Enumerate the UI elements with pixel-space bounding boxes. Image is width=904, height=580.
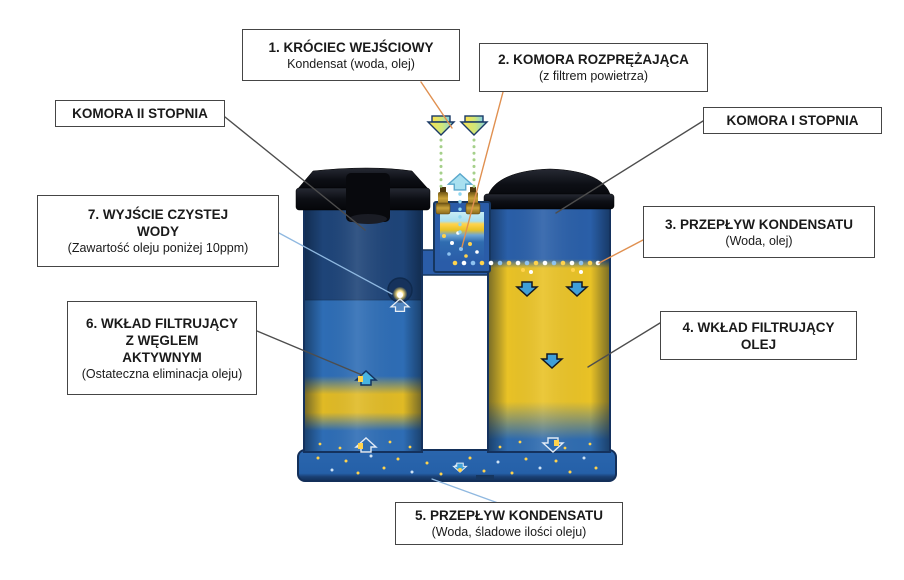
flow-arrow-down-small-icon	[452, 462, 468, 473]
inlet-arrow-icon	[460, 115, 488, 136]
label-subtitle: Kondensat (woda, olej)	[287, 56, 415, 71]
leader-line-flow3	[598, 239, 644, 264]
flow-arrows	[355, 281, 588, 473]
leader-line-flow5	[431, 478, 499, 504]
label-subtitle: (Woda, śladowe ilości oleju)	[431, 525, 587, 539]
label-box-clean-water-outlet: 7. WYJŚCIE CZYSTEJ WODY (Zawartość oleju…	[37, 195, 279, 267]
label-subtitle: (Ostateczna eliminacja oleju)	[81, 366, 243, 381]
label-title: KOMORA II STOPNIA	[72, 106, 208, 121]
leader-line-inlet	[420, 81, 453, 129]
right-tank-stage1	[487, 199, 611, 453]
label-title: 5. PRZEPŁYW KONDENSATU	[414, 508, 603, 523]
label-box-condensate-flow-lower: 5. PRZEPŁYW KONDENSATU (Woda, śladowe il…	[395, 502, 623, 545]
label-subtitle: (Woda, olej)	[725, 233, 793, 248]
label-box-inlet-port: 1. KRÓCIEC WEJŚCIOWY Kondensat (woda, ol…	[242, 29, 460, 81]
flow-arrow-up-icon	[355, 370, 377, 386]
label-box-oil-filter: 4. WKŁAD FILTRUJĄCY OLEJ	[660, 311, 857, 360]
inlet-flow	[427, 115, 488, 240]
label-box-expansion-chamber: 2. KOMORA ROZPRĘŻAJĄCA (z filtrem powiet…	[479, 43, 708, 92]
label-title: 6. WKŁAD FILTRUJĄCY Z WĘGLEM AKTYWNYM	[86, 315, 238, 365]
condensate-dot-trail	[452, 260, 601, 274]
flow-arrow-up-icon	[355, 437, 377, 453]
left-tank-stage2	[303, 204, 423, 453]
air-vent-arrow-icon	[447, 173, 473, 191]
label-box-condensate-flow-upper: 3. PRZEPŁYW KONDENSATU (Woda, olej)	[643, 206, 875, 258]
leader-line-outlet7	[278, 232, 393, 295]
label-subtitle: (z filtrem powietrza)	[538, 69, 649, 83]
chamber-bubbles	[442, 231, 479, 258]
separator-body	[295, 115, 617, 482]
label-box-stage-one-chamber: KOMORA I STOPNIA	[703, 107, 882, 134]
leader-line-expansion	[461, 91, 504, 248]
label-title: 2. KOMORA ROZPRĘŻAJĄCA	[498, 52, 689, 67]
leader-lines	[224, 81, 704, 504]
flow-arrow-down-icon	[542, 437, 564, 453]
label-title: 4. WKŁAD FILTRUJĄCY OLEJ	[682, 319, 835, 352]
leader-line-oil4	[587, 322, 661, 368]
right-tank-cap	[483, 168, 615, 210]
label-box-carbon-filter: 6. WKŁAD FILTRUJĄCY Z WĘGLEM AKTYWNYM (O…	[67, 301, 257, 395]
label-box-stage-two-chamber: KOMORA II STOPNIA	[55, 100, 225, 127]
label-title: 1. KRÓCIEC WEJŚCIOWY	[268, 39, 434, 55]
leader-line-stage1	[555, 120, 704, 214]
leader-line-carbon6	[256, 330, 363, 376]
label-title: 3. PRZEPŁYW KONDENSATU	[664, 216, 853, 232]
clean-water-outlet-orb	[387, 277, 413, 313]
leader-line-stage2	[224, 116, 366, 231]
expansion-chamber	[433, 201, 491, 273]
label-title: 7. WYJŚCIE CZYSTEJ WODY	[87, 207, 229, 239]
label-title: KOMORA I STOPNIA	[726, 113, 859, 128]
label-subtitle: (Zawartość oleju poniżej 10ppm)	[67, 241, 249, 255]
left-tank-cap	[295, 167, 431, 224]
sediment-dots	[316, 440, 598, 476]
cap-opening-tube	[346, 173, 390, 222]
